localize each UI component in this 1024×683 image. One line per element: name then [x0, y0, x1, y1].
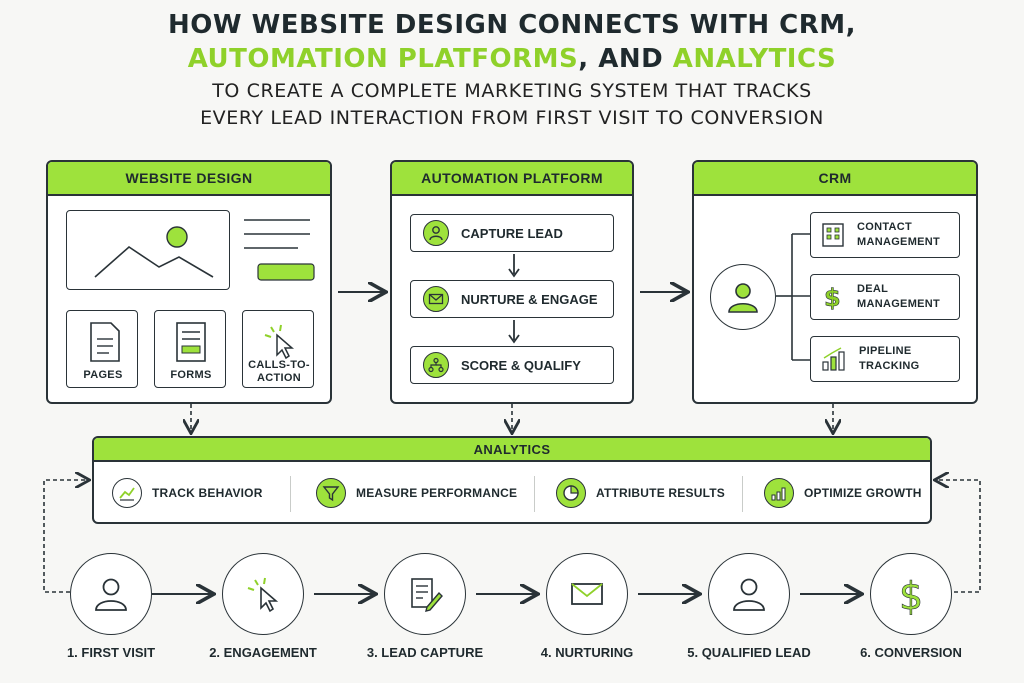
dollar-icon: $ [899, 574, 924, 616]
svg-text:$: $ [824, 284, 841, 311]
analytics-track-behavior: TRACK BEHAVIOR [112, 478, 263, 508]
user-icon [423, 220, 449, 246]
analytics-divider [534, 476, 535, 512]
journey-step-conversion: $ [870, 553, 952, 635]
forms-box: FORMS [154, 310, 226, 388]
document-edit-icon [411, 578, 443, 612]
automation-step-label: NURTURE & ENGAGE [461, 291, 598, 307]
building-icon [822, 223, 844, 247]
pages-label: PAGES [83, 369, 123, 381]
automation-flow-arrows [508, 254, 520, 344]
wireframe-image [66, 210, 230, 290]
crm-item-label: DEAL MANAGEMENT [857, 283, 941, 310]
journey-label-lead-capture: 3. LEAD CAPTURE [366, 645, 484, 660]
user-icon [95, 578, 127, 611]
subtitle-line-1: TO CREATE A COMPLETE MARKETING SYSTEM TH… [212, 80, 812, 102]
automation-step-score: SCORE & QUALIFY [410, 346, 614, 384]
mail-icon [571, 583, 603, 605]
mountain-image-icon [94, 226, 214, 278]
crm-header: CRM [694, 162, 976, 196]
analytics-header: ANALYTICS [94, 438, 930, 462]
title-accent-analytics: ANALYTICS [672, 44, 837, 74]
user-icon [728, 283, 758, 313]
journey-label-conversion: 6. CONVERSION [860, 645, 962, 660]
automation-step-label: CAPTURE LEAD [461, 225, 563, 241]
crm-item-contact: CONTACT MANAGEMENT [810, 212, 960, 258]
mail-icon [423, 286, 449, 312]
pages-box: PAGES [66, 310, 138, 388]
analytics-item-label: ATTRIBUTE RESULTS [596, 486, 725, 500]
journey-step-engagement [222, 553, 304, 635]
crm-user-circle [710, 264, 776, 330]
automation-panel: AUTOMATION PLATFORM CAPTURE LEAD NURTURE… [390, 160, 634, 404]
user-icon [733, 578, 765, 611]
journey-step-qualified-lead [708, 553, 790, 635]
journey-label-first-visit: 1. FIRST VISIT [66, 645, 156, 660]
journey-label-engagement: 2. ENGAGEMENT [209, 645, 317, 660]
website-design-panel: WEBSITE DESIGN PAGES FORMS [46, 160, 332, 404]
wireframe-text-lines [244, 219, 315, 281]
crm-branch-lines [776, 233, 810, 361]
automation-step-nurture: NURTURE & ENGAGE [410, 280, 614, 318]
analytics-measure-performance: MEASURE PERFORMANCE [316, 478, 517, 508]
crm-item-pipeline: PIPELINE TRACKING [810, 336, 960, 382]
crm-item-label: PIPELINE TRACKING [859, 345, 920, 372]
cta-label: CALLS-TO- ACTION [248, 359, 310, 384]
title-line-2: AUTOMATION PLATFORMS, AND ANALYTICS [0, 42, 1024, 76]
funnel-icon [316, 478, 346, 508]
line-chart-icon [112, 478, 142, 508]
cursor-click-icon [247, 577, 279, 613]
svg-text:$: $ [899, 574, 923, 616]
cursor-click-icon [264, 324, 295, 360]
analytics-item-label: MEASURE PERFORMANCE [356, 486, 518, 500]
hierarchy-icon [423, 352, 449, 378]
journey-label-nurturing: 4. NURTURING [540, 645, 634, 660]
page-icon [90, 322, 120, 362]
automation-header: AUTOMATION PLATFORM [392, 162, 632, 196]
subtitle-line-2: EVERY LEAD INTERACTION FROM FIRST VISIT … [200, 107, 824, 129]
forms-label: FORMS [170, 369, 212, 381]
crm-panel: CRM CONTACT MANAGEMENT $ DEAL MANAGEMENT… [692, 160, 978, 404]
pie-chart-icon [556, 478, 586, 508]
title-connector: , AND [578, 44, 673, 74]
crm-item-label: CONTACT MANAGEMENT [857, 221, 941, 248]
automation-step-capture: CAPTURE LEAD [410, 214, 614, 252]
title-accent-automation: AUTOMATION PLATFORMS [187, 44, 579, 74]
analytics-panel: ANALYTICS TRACK BEHAVIOR MEASURE PERFORM… [92, 436, 932, 524]
website-design-header: WEBSITE DESIGN [48, 162, 330, 196]
automation-step-label: SCORE & QUALIFY [461, 357, 581, 373]
analytics-item-label: OPTIMIZE GROWTH [804, 486, 922, 500]
crm-item-deal: $ DEAL MANAGEMENT [810, 274, 960, 320]
growth-chart-icon [764, 478, 794, 508]
cta-box: CALLS-TO- ACTION [242, 310, 314, 388]
analytics-optimize-growth: OPTIMIZE GROWTH [764, 478, 922, 508]
dollar-icon: $ [824, 284, 841, 311]
journey-step-first-visit [70, 553, 152, 635]
journey-step-lead-capture [384, 553, 466, 635]
analytics-divider [290, 476, 291, 512]
analytics-divider [742, 476, 743, 512]
title-block: HOW WEBSITE DESIGN CONNECTS WITH CRM, AU… [0, 8, 1024, 132]
form-icon [176, 322, 206, 362]
bar-chart-icon [822, 347, 845, 371]
analytics-item-label: TRACK BEHAVIOR [152, 486, 263, 500]
journey-label-qualified-lead: 5. QUALIFIED LEAD [687, 645, 811, 660]
title-line-1: HOW WEBSITE DESIGN CONNECTS WITH CRM, [168, 10, 856, 40]
journey-step-nurturing [546, 553, 628, 635]
analytics-attribute-results: ATTRIBUTE RESULTS [556, 478, 725, 508]
